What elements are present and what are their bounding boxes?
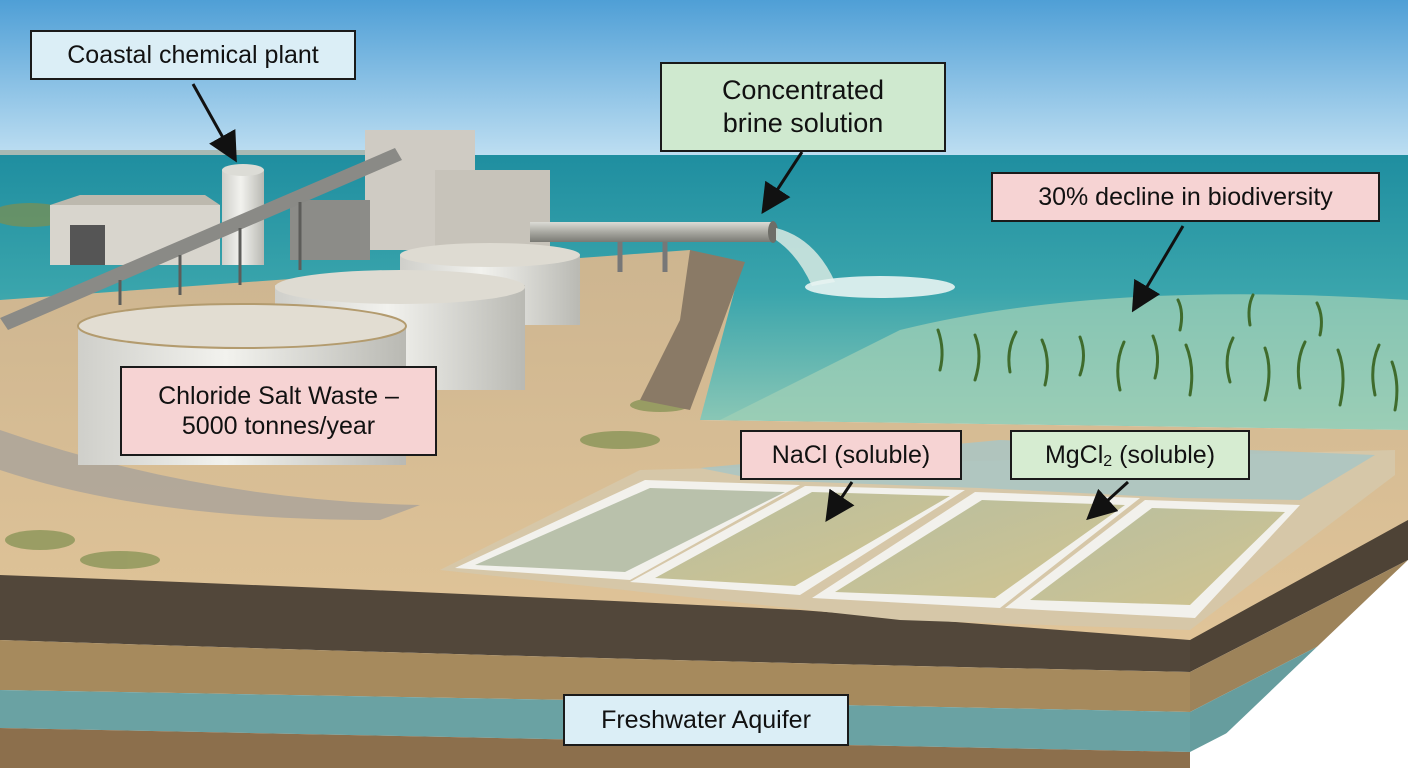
mgcl2-label-rest: (soluble) (1112, 440, 1216, 469)
soil-bottom-layer (0, 728, 1190, 768)
mgcl2-label-base: MgCl (1044, 440, 1104, 469)
waste-label: Chloride Salt Waste – 5000 tonnes/year (120, 366, 437, 456)
block-right-face-sand (1190, 560, 1408, 712)
plant-label-text: Coastal chemical plant (67, 40, 319, 69)
plant-label: Coastal chemical plant (30, 30, 356, 80)
mgcl2-label-sub: 2 (1103, 453, 1113, 471)
seagrass-icon (936, 293, 1399, 412)
biodiversity-label: 30% decline in biodiversity (991, 172, 1380, 222)
aquifer-label-text: Freshwater Aquifer (601, 705, 811, 734)
waste-label-line1: Chloride Salt Waste – (158, 381, 399, 410)
shallow-water (720, 294, 1408, 430)
nacl-label-text: NaCl (soluble) (771, 440, 931, 469)
biodiversity-label-text: 30% decline in biodiversity (1038, 182, 1333, 211)
brine-label-line1: Concentrated (721, 75, 885, 106)
brine-discharge (776, 228, 835, 286)
pipe-icon (530, 221, 778, 272)
arrow-icon (191, 83, 1185, 522)
breakwater (640, 250, 745, 410)
nacl-label: NaCl (soluble) (740, 430, 962, 480)
waste-label-line2: 5000 tonnes/year (181, 412, 376, 440)
aquifer-label: Freshwater Aquifer (563, 694, 849, 746)
brine-label-line2: brine solution (722, 108, 884, 138)
evaporation-pond-icon (455, 440, 1375, 618)
road (0, 430, 420, 520)
soil-dark-layer (0, 575, 1190, 672)
brine-label: Concentrated brine solution (660, 62, 946, 152)
discharge-foam (805, 276, 955, 298)
conveyor (0, 148, 402, 330)
conveyor-supports (118, 202, 302, 305)
scrub-vegetation (0, 203, 690, 569)
white-corner (1190, 560, 1408, 768)
soil-light-layer (0, 640, 1190, 712)
block-right-face (1190, 520, 1408, 672)
